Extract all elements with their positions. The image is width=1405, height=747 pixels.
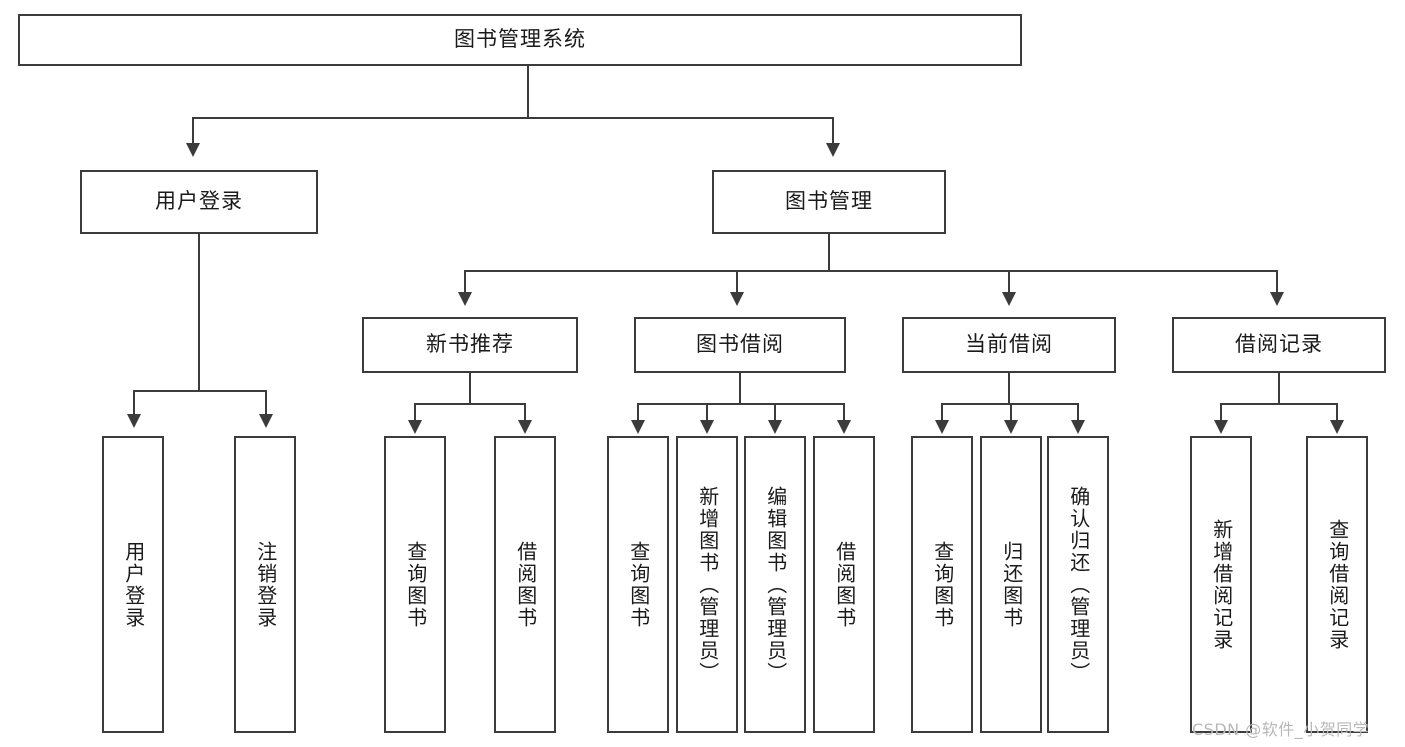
arrowhead-new-book-to-borrow — [518, 420, 532, 434]
leaf-edit-book-admin[interactable]: 编辑图书（管理员） — [744, 436, 806, 733]
connector-root-to-book-management — [832, 117, 834, 145]
connector-borrow-record-stem — [1278, 373, 1280, 403]
node-label: 确认归还（管理员） — [1066, 485, 1091, 684]
connector-bm-to-borrow-record — [1276, 270, 1278, 294]
node-label: 借阅记录 — [1235, 332, 1323, 357]
connector-user-login-bus — [133, 390, 265, 392]
leaf-logout[interactable]: 注销登录 — [234, 436, 296, 733]
node-label: 编辑图书（管理员） — [763, 485, 788, 684]
arrowhead-new-book-to-query — [408, 420, 422, 434]
connector-root-to-user-login — [192, 117, 194, 145]
connector-book-management-bus — [464, 270, 1278, 272]
connector-new-book-stem — [469, 373, 471, 403]
arrowhead-bb-to-add-book — [700, 420, 714, 434]
arrowhead-br-to-query-record — [1330, 420, 1344, 434]
leaf-query-book-recommend[interactable]: 查询图书 — [384, 436, 446, 733]
node-label: 用户登录 — [121, 540, 146, 629]
node-current-borrow[interactable]: 当前借阅 — [902, 317, 1116, 373]
arrowhead-br-to-add-record — [1214, 420, 1228, 434]
arrowhead-root-to-book-management — [826, 143, 840, 157]
node-label: 图书管理系统 — [454, 27, 586, 52]
connector-new-book-to-query — [414, 403, 416, 422]
connector-bm-to-current-borrow — [1008, 270, 1010, 294]
connector-user-login-to-logout — [265, 390, 267, 416]
arrowhead-bb-to-query-book — [631, 420, 645, 434]
leaf-borrow-book-recommend[interactable]: 借阅图书 — [494, 436, 556, 733]
arrowhead-bb-to-edit-book — [768, 420, 782, 434]
connector-cb-to-return-book — [1010, 403, 1012, 422]
connector-root-stem — [527, 66, 529, 117]
node-label: 图书管理 — [785, 189, 873, 214]
arrowhead-cb-to-confirm-return — [1071, 420, 1085, 434]
connector-bb-to-query-book — [637, 403, 639, 422]
node-label: 当前借阅 — [965, 332, 1053, 357]
connector-current-borrow-stem — [1008, 373, 1010, 403]
node-borrow-record[interactable]: 借阅记录 — [1172, 317, 1386, 373]
connector-bb-to-edit-book — [774, 403, 776, 422]
node-label: 新增图书（管理员） — [695, 485, 720, 684]
node-new-book-recommend[interactable]: 新书推荐 — [362, 317, 578, 373]
connector-book-management-stem — [828, 234, 830, 270]
connector-new-book-to-borrow — [524, 403, 526, 422]
leaf-query-book-current[interactable]: 查询图书 — [911, 436, 973, 733]
node-book-management[interactable]: 图书管理 — [712, 170, 946, 234]
leaf-query-book-borrow[interactable]: 查询图书 — [607, 436, 669, 733]
node-book-borrow[interactable]: 图书借阅 — [634, 317, 846, 373]
connector-bm-to-new-book — [464, 270, 466, 294]
arrowhead-bm-to-borrow-record — [1270, 292, 1284, 306]
connector-bb-to-add-book — [706, 403, 708, 422]
connector-user-login-stem — [198, 234, 200, 390]
connector-new-book-bus — [414, 403, 526, 405]
connector-cb-to-confirm-return — [1077, 403, 1079, 422]
connector-root-bus — [192, 117, 834, 119]
arrowhead-root-to-user-login — [186, 143, 200, 157]
leaf-query-borrow-record[interactable]: 查询借阅记录 — [1306, 436, 1368, 733]
connector-cb-to-query-book — [941, 403, 943, 422]
arrowhead-bb-to-borrow-book — [837, 420, 851, 434]
node-label: 查询图书 — [626, 540, 651, 629]
node-label: 借阅图书 — [832, 540, 857, 629]
arrowhead-bm-to-book-borrow — [730, 292, 744, 306]
leaf-return-book[interactable]: 归还图书 — [980, 436, 1042, 733]
node-label: 图书借阅 — [696, 332, 784, 357]
node-label: 查询图书 — [930, 540, 955, 629]
arrowhead-cb-to-return-book — [1004, 420, 1018, 434]
leaf-user-login[interactable]: 用户登录 — [102, 436, 164, 733]
node-label: 用户登录 — [155, 189, 243, 214]
leaf-add-book-admin[interactable]: 新增图书（管理员） — [676, 436, 738, 733]
watermark-csdn: CSDN @软件_小贺同学 — [1192, 720, 1370, 739]
node-label: 查询借阅记录 — [1325, 518, 1350, 651]
arrowhead-bm-to-new-book — [458, 292, 472, 306]
node-label: 借阅图书 — [513, 540, 538, 629]
connector-user-login-to-login — [133, 390, 135, 416]
connector-borrow-record-bus — [1220, 403, 1338, 405]
leaf-add-borrow-record[interactable]: 新增借阅记录 — [1190, 436, 1252, 733]
arrowhead-user-login-to-login — [127, 414, 141, 428]
leaf-borrow-book[interactable]: 借阅图书 — [813, 436, 875, 733]
node-label: 新增借阅记录 — [1209, 518, 1234, 651]
arrowhead-user-login-to-logout — [259, 414, 273, 428]
connector-br-to-query-record — [1336, 403, 1338, 422]
leaf-confirm-return-admin[interactable]: 确认归还（管理员） — [1047, 436, 1109, 733]
connector-book-borrow-bus — [637, 403, 845, 405]
connector-bb-to-borrow-book — [843, 403, 845, 422]
connector-bm-to-book-borrow — [736, 270, 738, 294]
connector-br-to-add-record — [1220, 403, 1222, 422]
connector-book-borrow-stem — [739, 373, 741, 403]
arrowhead-bm-to-current-borrow — [1002, 292, 1016, 306]
node-label: 注销登录 — [253, 540, 278, 629]
arrowhead-cb-to-query-book — [935, 420, 949, 434]
node-label: 新书推荐 — [426, 332, 514, 357]
node-root-book-management-system[interactable]: 图书管理系统 — [18, 14, 1022, 66]
node-label: 归还图书 — [999, 540, 1024, 629]
node-user-login[interactable]: 用户登录 — [80, 170, 318, 234]
node-label: 查询图书 — [403, 540, 428, 629]
